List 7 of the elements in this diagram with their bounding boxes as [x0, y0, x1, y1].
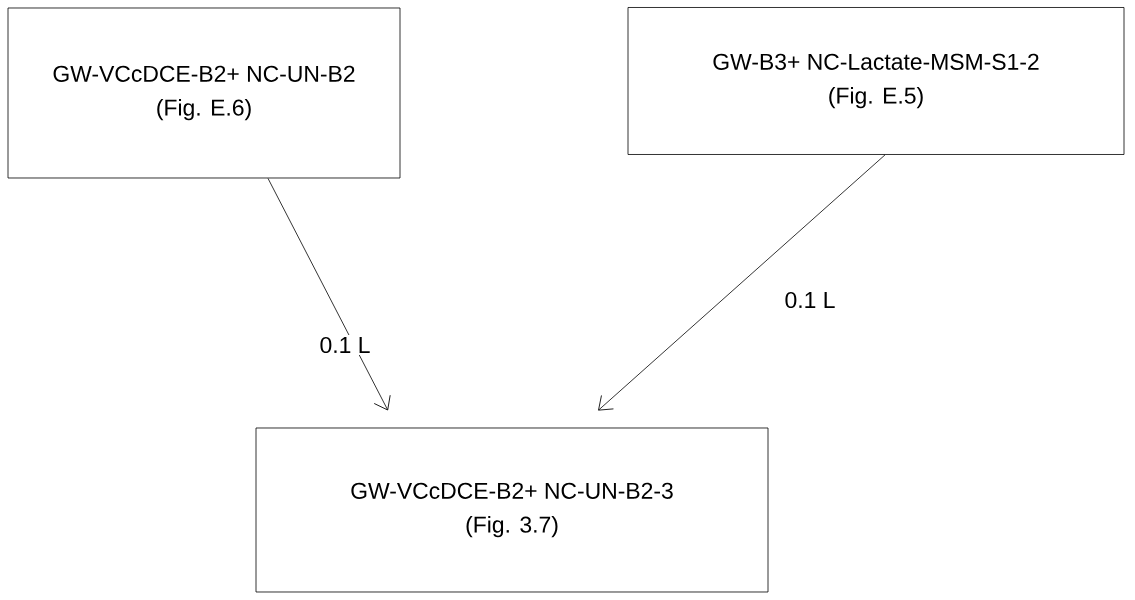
arrow — [598, 154, 886, 411]
arrow — [267, 178, 391, 411]
edge-label: 0.1 L — [782, 289, 838, 311]
process-box: GW-VCcDCE-B2+ NC-UN-B2 (Fig. E.6) — [7, 7, 401, 179]
process-box: GW-VCcDCE-B2+ NC-UN-B2-3 (Fig. 3.7) — [255, 427, 769, 593]
process-box: GW-B3+ NC-Lactate-MSM-S1-2 (Fig. E.5) — [627, 7, 1125, 155]
edge-label: 0.1 L — [317, 334, 373, 356]
